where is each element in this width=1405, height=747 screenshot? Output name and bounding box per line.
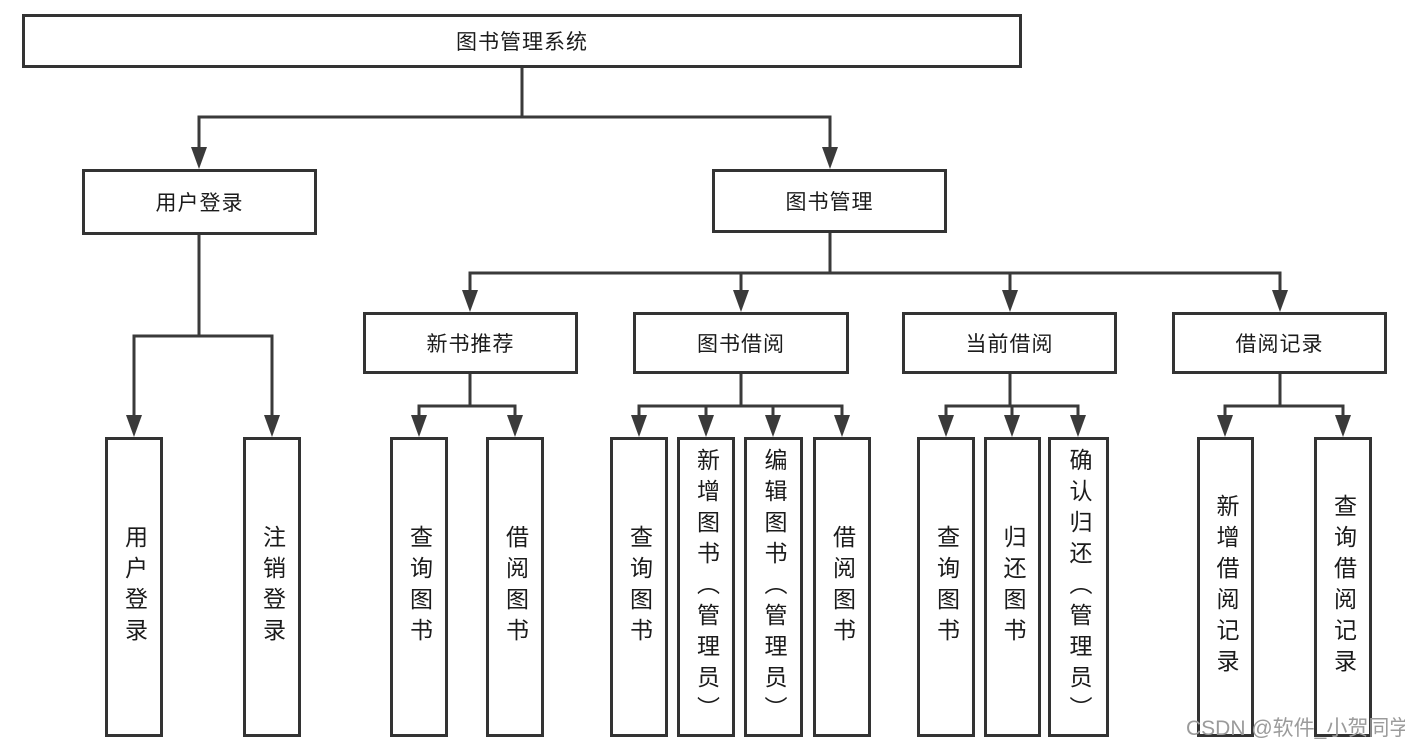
leaf-query-books-current: 查询图书 <box>917 437 975 737</box>
node-label: 图书管理 <box>785 191 874 214</box>
arrow-down-icon <box>631 415 647 437</box>
leaf-label: 借阅图书 <box>502 525 529 649</box>
arrow-down-icon <box>411 415 427 437</box>
node-book-management: 图书管理 <box>712 169 947 233</box>
leaf-borrow-books-borrowing: 借阅图书 <box>813 437 871 737</box>
leaf-add-books-admin: 新增图书（管理员） <box>677 437 735 737</box>
leaf-label: 注销登录 <box>259 525 286 649</box>
arrow-down-icon <box>1002 290 1018 312</box>
arrow-down-icon <box>1272 290 1288 312</box>
leaf-confirm-return-admin: 确认归还（管理员） <box>1048 437 1109 737</box>
node-label: 借阅记录 <box>1235 333 1324 356</box>
node-user-login: 用户登录 <box>82 169 317 235</box>
leaf-edit-books-admin: 编辑图书（管理员） <box>744 437 803 737</box>
leaf-label: 确认归还（管理员） <box>1066 447 1092 727</box>
arrow-down-icon <box>1335 415 1351 437</box>
node-library-management-system: 图书管理系统 <box>22 14 1022 68</box>
leaf-return-books: 归还图书 <box>984 437 1041 737</box>
leaf-query-books-recommend: 查询图书 <box>390 437 448 737</box>
arrow-down-icon <box>698 415 714 437</box>
arrow-down-icon <box>834 415 850 437</box>
leaf-label: 编辑图书（管理员） <box>761 447 787 727</box>
arrow-down-icon <box>822 147 838 169</box>
leaf-label: 新增图书（管理员） <box>693 447 720 727</box>
leaf-logout: 注销登录 <box>243 437 301 737</box>
node-current-borrowing: 当前借阅 <box>902 312 1117 374</box>
node-label: 新书推荐 <box>426 333 515 356</box>
arrowhead-icons <box>126 147 1351 437</box>
leaf-user-login: 用户登录 <box>105 437 163 737</box>
leaf-label: 用户登录 <box>121 525 148 649</box>
arrow-down-icon <box>191 147 207 169</box>
node-borrowing-records: 借阅记录 <box>1172 312 1387 374</box>
node-label: 图书借阅 <box>697 333 785 356</box>
leaf-label: 借阅图书 <box>829 525 856 649</box>
node-label: 当前借阅 <box>965 333 1054 356</box>
leaf-label: 查询图书 <box>406 525 433 649</box>
arrow-down-icon <box>1070 415 1086 437</box>
arrow-down-icon <box>462 290 478 312</box>
leaf-label: 归还图书 <box>1000 525 1026 649</box>
arrow-down-icon <box>507 415 523 437</box>
leaf-label: 查询图书 <box>933 525 960 649</box>
node-label: 图书管理系统 <box>456 31 588 54</box>
arrow-down-icon <box>765 415 781 437</box>
leaf-borrow-books-recommend: 借阅图书 <box>486 437 544 737</box>
arrow-down-icon <box>1217 415 1233 437</box>
arrow-down-icon <box>733 290 749 312</box>
leaf-label: 查询借阅记录 <box>1330 494 1357 680</box>
arrow-down-icon <box>264 415 280 437</box>
leaf-label: 查询图书 <box>626 525 653 649</box>
node-new-book-recommendation: 新书推荐 <box>363 312 578 374</box>
leaf-query-borrow-record: 查询借阅记录 <box>1314 437 1372 737</box>
arrow-down-icon <box>126 415 142 437</box>
arrow-down-icon <box>1004 415 1020 437</box>
node-label: 用户登录 <box>155 192 244 215</box>
leaf-query-books-borrowing: 查询图书 <box>610 437 668 737</box>
leaf-add-borrow-record: 新增借阅记录 <box>1197 437 1254 737</box>
watermark-text: CSDN @软件_小贺同学 <box>1186 717 1405 740</box>
arrow-down-icon <box>938 415 954 437</box>
branch-lines <box>132 66 1345 419</box>
leaf-label: 新增借阅记录 <box>1213 494 1239 680</box>
node-book-borrowing: 图书借阅 <box>633 312 849 374</box>
